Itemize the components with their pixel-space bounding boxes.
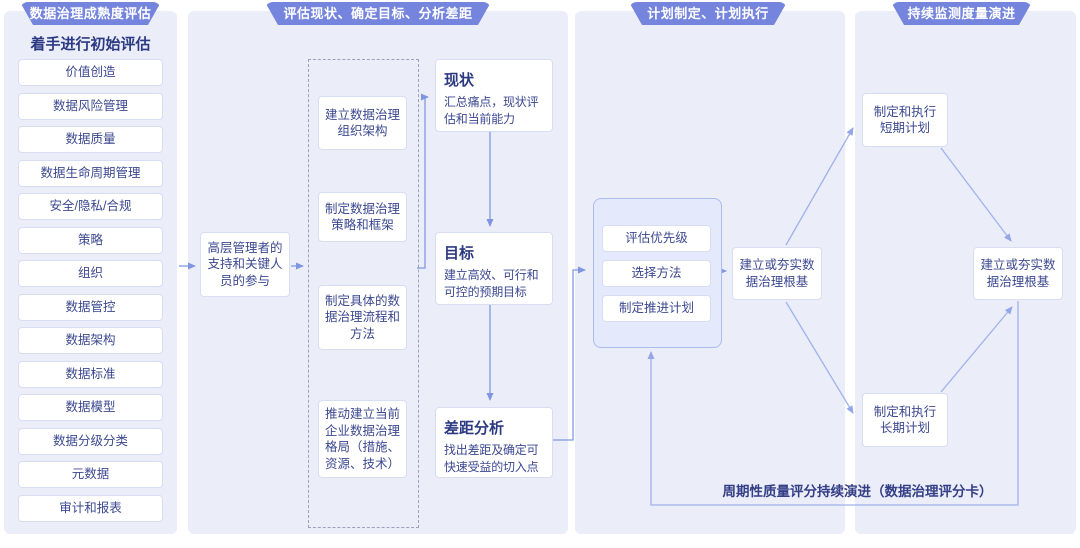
setup-item: 建立数据治理组织架构 [318, 96, 407, 150]
stage-badge-maturity: 数据治理成熟度评估 [20, 2, 161, 25]
assessment-item: 元数据 [18, 461, 163, 488]
step-target-title: 目标 [444, 245, 475, 262]
assessment-item: 数据质量 [18, 126, 163, 153]
assessment-item: 数据标准 [18, 361, 163, 388]
stage-badge-assess: 评估现状、确定目标、分析差距 [265, 2, 491, 25]
assessment-item: 价值创造 [18, 59, 163, 86]
feedback-loop-label: 周期性质量评分持续演进（数据治理评分卡） [722, 484, 993, 499]
planning-item: 评估优先级 [602, 225, 711, 252]
stage-badge-plan: 计划制定、计划执行 [629, 2, 787, 25]
assessment-item: 安全/隐私/合规 [18, 193, 163, 220]
assessment-item: 数据架构 [18, 327, 163, 354]
foundation-node: 建立或夯实数据治理根基 [732, 247, 822, 300]
step-current-desc: 汇总痛点，现状评估和当前能力 [444, 95, 539, 126]
step-current-title: 现状 [444, 72, 475, 89]
assessment-item: 数据分级分类 [18, 428, 163, 455]
setup-item: 制定数据治理策略和框架 [318, 192, 407, 242]
planning-item: 制定推进计划 [602, 295, 711, 322]
short-term-plan-node: 制定和执行短期计划 [862, 93, 948, 147]
assessment-item: 审计和报表 [18, 495, 163, 522]
step-current-state: 现状 汇总痛点，现状评估和当前能力 [435, 59, 553, 132]
setup-group-outline [308, 59, 419, 528]
assessment-heading: 着手进行初始评估 [30, 36, 151, 53]
assessment-item: 数据模型 [18, 394, 163, 421]
stage-badge-monitor: 持续监测度量演进 [891, 2, 1032, 25]
foundation-node-2: 建立或夯实数据治理根基 [973, 247, 1063, 300]
step-target: 目标 建立高效、可行和可控的预期目标 [435, 232, 553, 305]
assessment-item: 数据风险管理 [18, 93, 163, 120]
step-target-desc: 建立高效、可行和可控的预期目标 [444, 268, 539, 299]
setup-item: 推动建立当前企业数据治理格局（措施、资源、技术） [318, 400, 407, 478]
assessment-item: 数据管控 [18, 294, 163, 321]
long-term-plan-node: 制定和执行长期计划 [862, 393, 948, 447]
sponsor-node: 高层管理者的支持和关键人员的参与 [200, 232, 290, 297]
step-gap-desc: 找出差距及确定可快速受益的切入点 [444, 443, 539, 474]
assessment-item: 策略 [18, 227, 163, 254]
step-gap-title: 差距分析 [444, 420, 505, 437]
step-gap-analysis: 差距分析 找出差距及确定可快速受益的切入点 [435, 407, 553, 478]
assessment-item: 组织 [18, 260, 163, 287]
planning-item: 选择方法 [602, 260, 711, 287]
assessment-item: 数据生命周期管理 [18, 160, 163, 187]
setup-item: 制定具体的数据治理流程和方法 [318, 285, 407, 350]
